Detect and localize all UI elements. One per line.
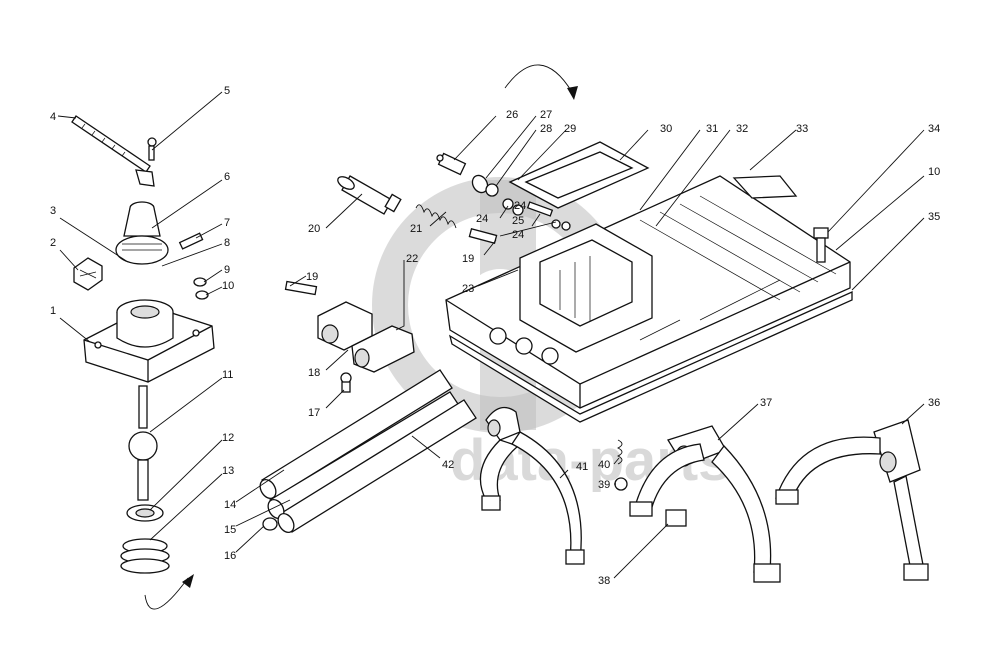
label-21: 21 xyxy=(410,223,422,235)
part-30-gasket xyxy=(508,141,650,209)
label-7: 7 xyxy=(224,217,230,229)
part-1-housing xyxy=(83,299,215,383)
label-34: 34 xyxy=(928,123,940,135)
label-17: 17 xyxy=(308,407,320,419)
part-labels: 1 2 3 4 5 6 7 8 9 10 11 12 13 14 15 16 1… xyxy=(50,85,940,587)
label-28: 28 xyxy=(540,123,552,135)
part-41-fork xyxy=(479,406,585,565)
label-37: 37 xyxy=(760,397,772,409)
label-6: 6 xyxy=(224,171,230,183)
label-42: 42 xyxy=(442,459,454,471)
part-12-seal xyxy=(126,504,164,522)
label-29: 29 xyxy=(564,123,576,135)
label-26: 26 xyxy=(506,109,518,121)
part-27-28-fittings xyxy=(471,174,499,197)
label-12: 12 xyxy=(222,432,234,444)
label-8: 8 xyxy=(224,237,230,249)
main-housing-cover xyxy=(445,175,853,423)
label-22: 22 xyxy=(406,253,418,265)
part-37-fork xyxy=(629,425,781,583)
label-23: 23 xyxy=(462,283,474,295)
part-19-pin-right xyxy=(468,227,498,245)
part-20-sleeve xyxy=(337,175,402,215)
part-9-washer xyxy=(193,277,207,287)
part-39-ball xyxy=(614,477,628,491)
rotation-arrow-bottom xyxy=(144,574,194,610)
label-41: 41 xyxy=(576,461,588,473)
part-17-screw xyxy=(340,372,352,393)
label-24-b: 24 xyxy=(512,229,524,241)
label-20: 20 xyxy=(308,223,320,235)
label-5: 5 xyxy=(224,85,230,97)
part-11-lever xyxy=(128,385,158,501)
part-16-plug xyxy=(262,517,278,531)
part-40-spring xyxy=(616,439,623,465)
part-4-rod xyxy=(71,115,155,187)
label-30: 30 xyxy=(660,123,672,135)
part-22-block xyxy=(351,325,415,373)
label-39: 39 xyxy=(598,479,610,491)
label-38: 38 xyxy=(598,575,610,587)
label-27: 27 xyxy=(540,109,552,121)
label-31: 31 xyxy=(706,123,718,135)
label-13: 13 xyxy=(222,465,234,477)
label-25: 25 xyxy=(512,215,524,227)
part-6-bracket xyxy=(115,201,169,265)
label-10-right: 10 xyxy=(928,166,940,178)
label-3: 3 xyxy=(50,205,56,217)
leader-lines xyxy=(57,91,925,579)
shift-rods-14-15-42 xyxy=(259,369,477,533)
label-2: 2 xyxy=(50,237,56,249)
label-32: 32 xyxy=(736,123,748,135)
part-2-nut xyxy=(73,257,103,291)
label-40: 40 xyxy=(598,459,610,471)
rotation-arrow-top xyxy=(504,64,578,100)
part-7-bolt xyxy=(178,232,204,250)
label-19-left: 19 xyxy=(306,271,318,283)
label-24-a: 24 xyxy=(476,213,488,225)
label-36: 36 xyxy=(928,397,940,409)
label-33: 33 xyxy=(796,123,808,135)
label-24-c: 24 xyxy=(514,200,526,212)
part-38-block xyxy=(665,509,687,527)
label-4: 4 xyxy=(50,111,56,123)
part-34-bolt xyxy=(813,227,829,263)
label-19-right: 19 xyxy=(462,253,474,265)
label-1: 1 xyxy=(50,305,56,317)
label-10: 10 xyxy=(222,280,234,292)
part-10-washer xyxy=(195,290,209,300)
part-21-spring xyxy=(415,204,457,229)
label-14: 14 xyxy=(224,499,236,511)
label-16: 16 xyxy=(224,550,236,562)
part-13-spring xyxy=(120,538,170,574)
part-19-pin-left xyxy=(284,280,318,296)
label-18: 18 xyxy=(308,367,320,379)
label-9: 9 xyxy=(224,264,230,276)
part-26-valve xyxy=(436,152,467,176)
label-11: 11 xyxy=(222,369,233,381)
part-24-25-balls xyxy=(502,198,571,231)
part-5-screw xyxy=(147,137,157,161)
label-35: 35 xyxy=(928,211,940,223)
label-15: 15 xyxy=(224,524,236,536)
part-36-fork xyxy=(775,419,929,581)
